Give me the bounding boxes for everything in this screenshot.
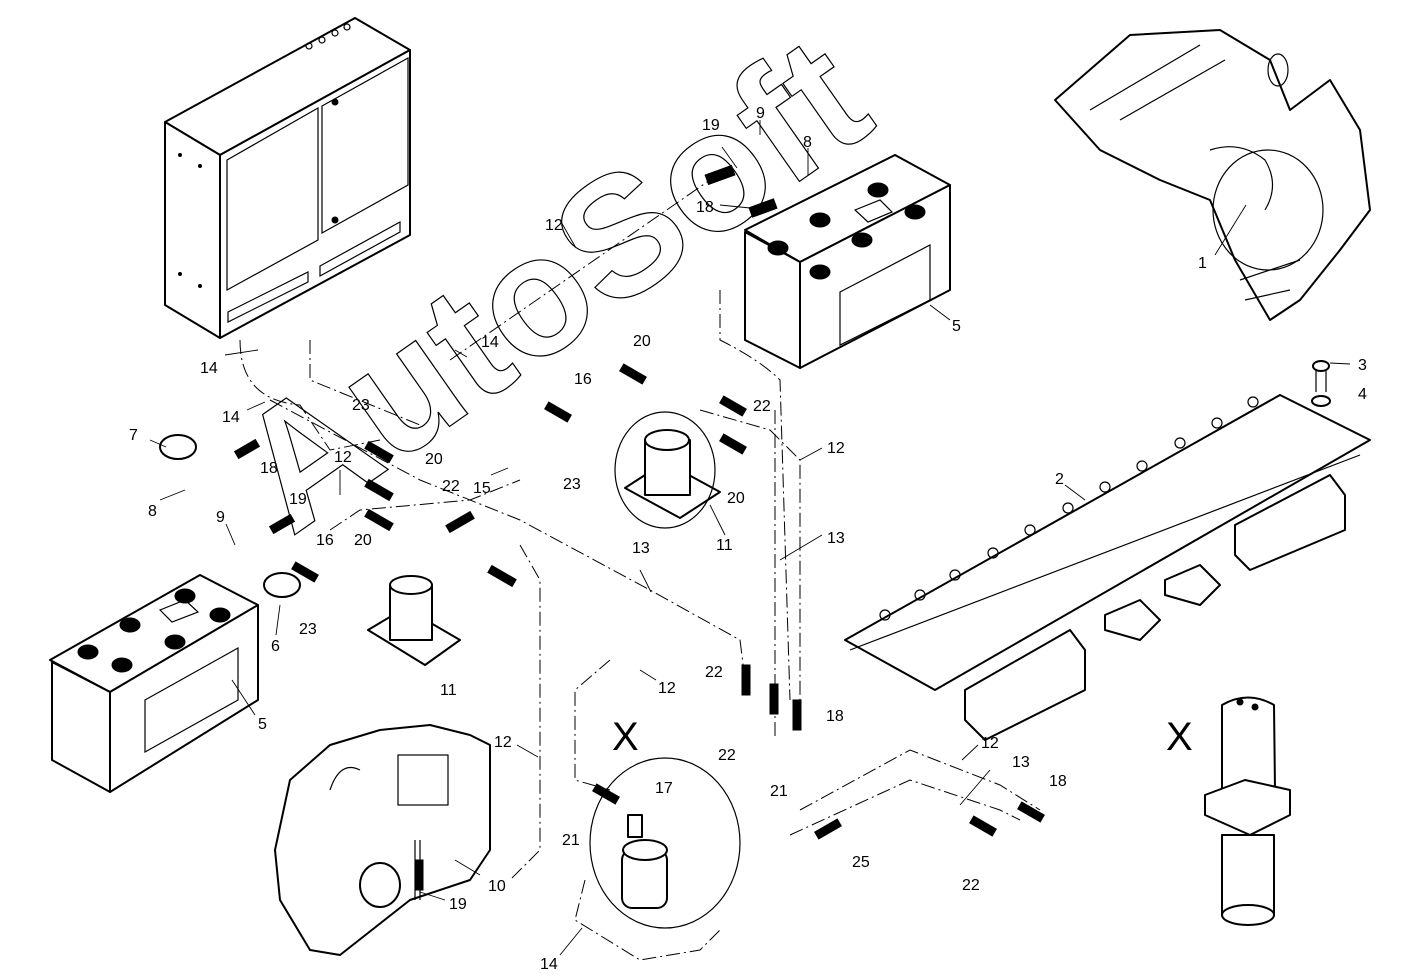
callout-1: 1	[1198, 255, 1207, 272]
cable-lugs	[233, 164, 1045, 891]
callout-5-lower: 5	[258, 716, 267, 733]
callout-18-right: 18	[1049, 773, 1067, 790]
callout-16-center: 16	[574, 371, 592, 388]
callout-25: 25	[852, 854, 870, 871]
callout-12-left: 12	[334, 449, 352, 466]
hydraulic-pump	[1204, 696, 1291, 926]
tray-studs	[879, 396, 1259, 621]
callout-16-left: 16	[316, 532, 334, 549]
callout-22-left: 22	[442, 478, 460, 495]
detail-marker-left: X	[612, 715, 639, 759]
cable-runs	[239, 179, 1041, 961]
callout-14-b: 14	[222, 409, 240, 426]
detail-x-left	[589, 757, 741, 929]
callout-22-right: 22	[962, 877, 980, 894]
callout-13-center: 13	[827, 530, 845, 547]
callout-13-left: 13	[632, 540, 650, 557]
battery-upper	[744, 154, 951, 369]
callout-12-center: 12	[827, 440, 845, 457]
callout-20-top: 20	[633, 333, 651, 350]
starter-motor	[1054, 29, 1371, 321]
callout-23-center: 23	[563, 476, 581, 493]
callout-14-a: 14	[200, 360, 218, 377]
callout-9-lower: 9	[216, 509, 225, 526]
callout-23-left: 23	[299, 621, 317, 638]
terminal-covers	[159, 434, 301, 598]
battery-box	[164, 17, 411, 339]
callout-12-top: 12	[545, 217, 563, 234]
callout-13-right: 13	[1012, 754, 1030, 771]
callout-18-x: 18	[826, 708, 844, 725]
callout-22-center: 22	[753, 398, 771, 415]
callout-20-left-lower: 20	[354, 532, 372, 549]
callout-21-right: 21	[770, 783, 788, 800]
callout-8-upper: 8	[803, 134, 812, 151]
leader-lines	[149, 120, 1351, 956]
callout-5-upper: 5	[952, 318, 961, 335]
callout-12-right: 12	[981, 735, 999, 752]
callout-22-x-lower: 22	[718, 747, 736, 764]
callout-4: 4	[1358, 386, 1367, 403]
callout-21-x: 21	[562, 832, 580, 849]
callout-17: 17	[655, 780, 673, 797]
callout-labels: 1 2 3 4 5 5 6 7 8 8 9 9 10 11 11 12 12 1…	[129, 105, 1367, 973]
callout-6: 6	[271, 638, 280, 655]
callout-3: 3	[1358, 357, 1367, 374]
callout-12-x: 12	[658, 680, 676, 697]
callout-19-engine: 19	[449, 896, 467, 913]
callout-12-engine: 12	[494, 734, 512, 751]
callout-2: 2	[1055, 471, 1064, 488]
detail-marker-right: X	[1166, 715, 1193, 759]
callout-11-center: 11	[716, 537, 733, 554]
battery-lower	[49, 574, 259, 793]
bolt-3-washer-4	[1311, 360, 1331, 407]
callout-9-upper: 9	[756, 105, 765, 122]
callout-18-left: 18	[260, 460, 278, 477]
battery-relay-center	[614, 411, 721, 529]
battery-tray	[844, 394, 1371, 741]
callout-10: 10	[488, 878, 506, 895]
callout-11-left: 11	[440, 682, 457, 699]
battery-relay-left	[367, 575, 461, 666]
callout-15: 15	[473, 480, 491, 497]
callout-23-upper: 23	[352, 397, 370, 414]
callout-18-top: 18	[696, 199, 714, 216]
callout-20-center: 20	[727, 490, 745, 507]
callout-8-lower: 8	[148, 503, 157, 520]
callout-20-left-upper: 20	[425, 451, 443, 468]
callout-14-d: 14	[540, 956, 558, 973]
callout-22-x-upper: 22	[705, 664, 723, 681]
engine-starter-assembly	[274, 724, 491, 956]
callout-14-c: 14	[481, 334, 499, 351]
callout-7: 7	[129, 427, 138, 444]
callout-19-top: 19	[702, 117, 720, 134]
callout-19-left: 19	[289, 491, 307, 508]
